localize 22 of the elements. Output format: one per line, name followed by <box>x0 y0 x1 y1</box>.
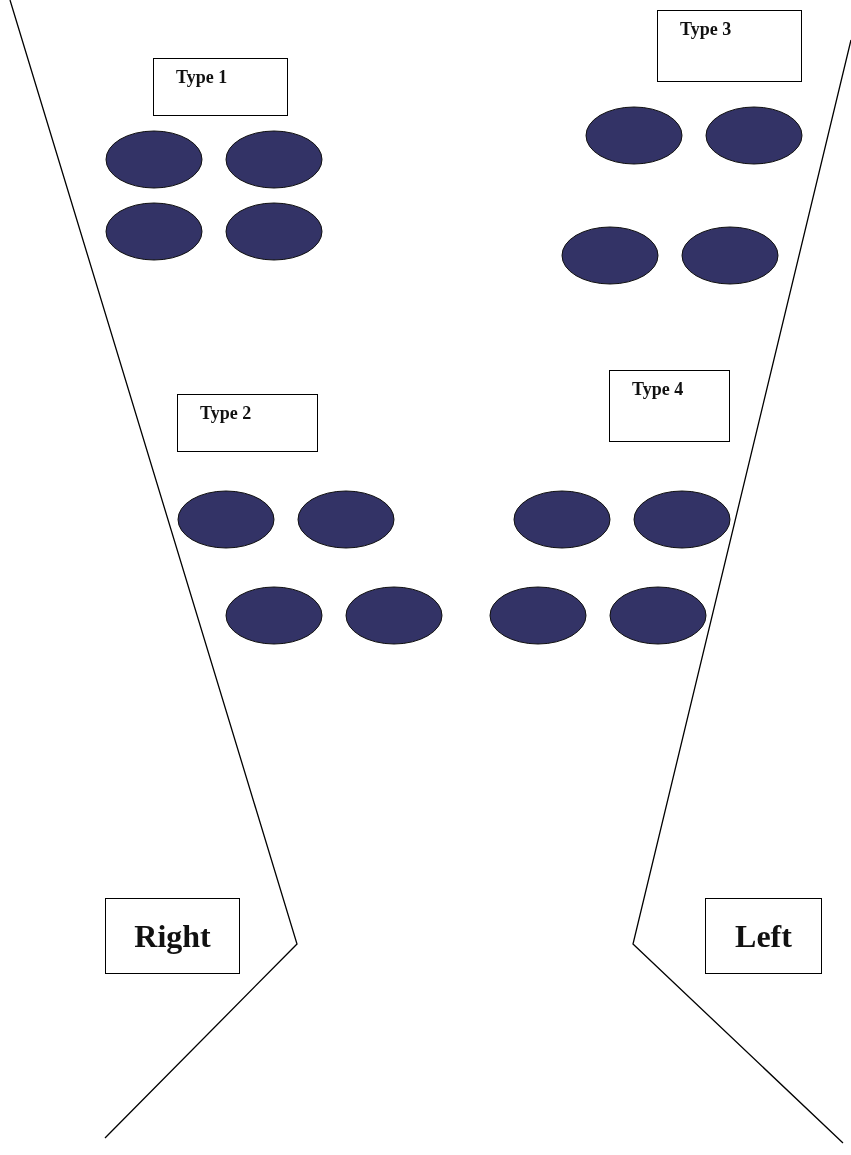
ellipse <box>585 106 683 165</box>
ellipse <box>225 586 323 645</box>
ellipse <box>705 106 803 165</box>
ellipse <box>105 202 203 261</box>
label-box: Type 4 <box>609 370 730 442</box>
ellipse <box>489 586 587 645</box>
ellipse <box>177 490 275 549</box>
label-box: Type 2 <box>177 394 318 452</box>
ellipse <box>513 490 611 549</box>
ellipse <box>225 202 323 261</box>
ellipse <box>225 130 323 189</box>
ellipse <box>633 490 731 549</box>
ellipse <box>297 490 395 549</box>
ellipse <box>681 226 779 285</box>
label-box: Type 3 <box>657 10 802 82</box>
label-box: Left <box>705 898 822 974</box>
ellipse <box>561 226 659 285</box>
label-box: Right <box>105 898 240 974</box>
label-box: Type 1 <box>153 58 288 116</box>
ellipse <box>609 586 707 645</box>
ellipse <box>345 586 443 645</box>
ellipse <box>105 130 203 189</box>
